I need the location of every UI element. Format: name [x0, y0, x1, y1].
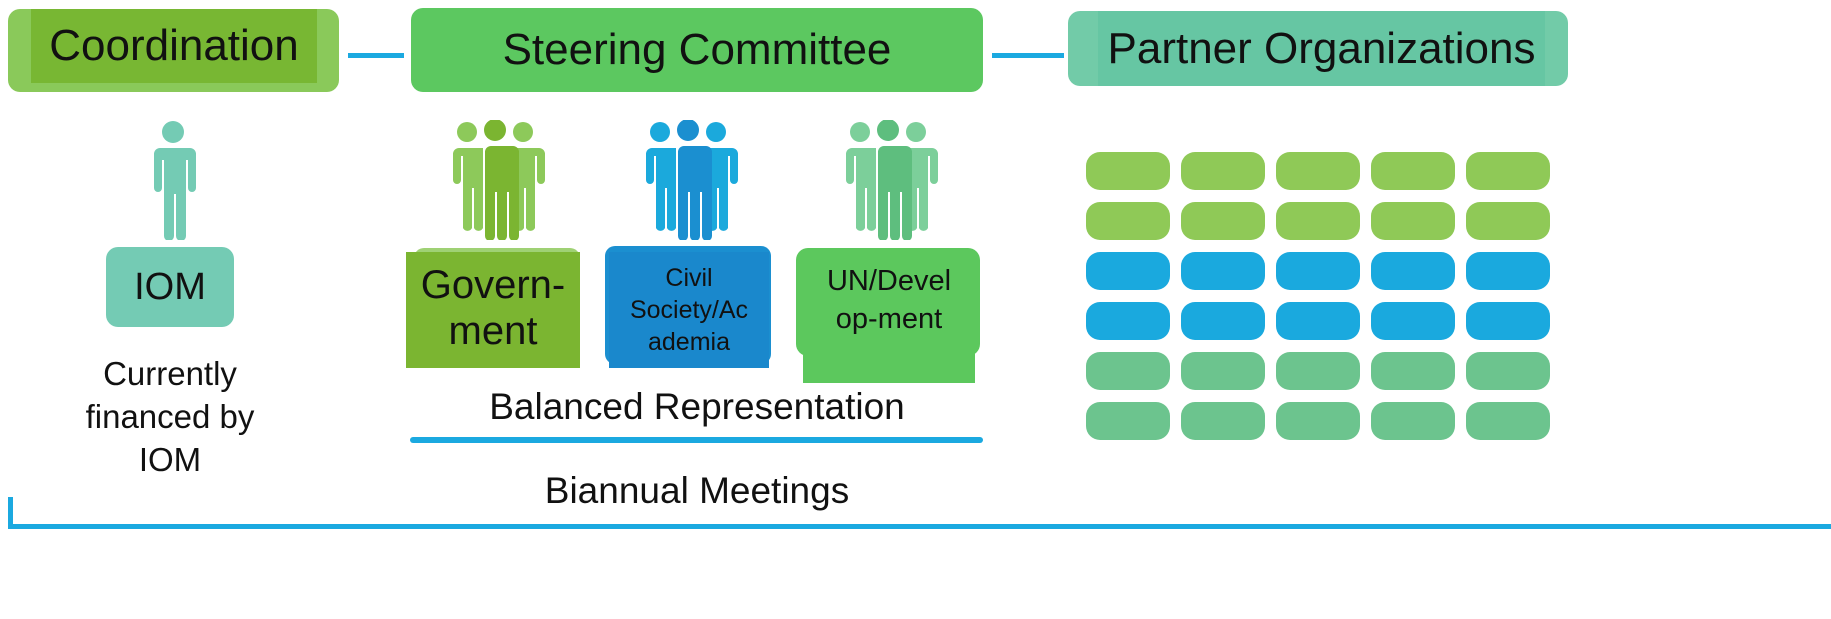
un-development-people-icon	[838, 120, 938, 240]
partner-organization-cell	[1181, 152, 1265, 190]
partner-organization-cell	[1276, 402, 1360, 440]
partner-organization-cell	[1086, 252, 1170, 290]
partner-organization-cell	[1371, 152, 1455, 190]
partner-organization-cell	[1466, 302, 1550, 340]
partner-organizations-grid	[1086, 152, 1552, 442]
partner-organization-cell	[1276, 202, 1360, 240]
partner-organization-cell	[1466, 402, 1550, 440]
civil-society-label-line-3: ademia	[648, 328, 730, 356]
civil-society-people-icon	[638, 120, 738, 240]
iom-box: IOM	[106, 247, 234, 327]
coordination-note-line-3: IOM	[138, 441, 202, 478]
government-label-line-2: ment	[448, 309, 538, 353]
government-label-line-1: Govern-	[420, 263, 566, 307]
partner-organization-cell	[1086, 152, 1170, 190]
partner-organization-cell	[1086, 352, 1170, 390]
partner-organization-cell	[1086, 202, 1170, 240]
partner-organization-cell	[1181, 202, 1265, 240]
government-people-icon	[445, 120, 545, 240]
partner-organization-cell	[1371, 202, 1455, 240]
partner-organization-cell	[1466, 252, 1550, 290]
biannual-meetings-label: Biannual Meetings	[544, 470, 850, 511]
partner-organization-cell	[1371, 252, 1455, 290]
partner-organization-cell	[1181, 302, 1265, 340]
partner-organization-cell	[1086, 402, 1170, 440]
iom-box-label: IOM	[134, 265, 206, 308]
header-connector-left	[348, 53, 404, 58]
partner-organization-cell	[1086, 302, 1170, 340]
coordination-header-label: Coordination	[49, 21, 299, 70]
un-development-label-line-1: UN/Devel	[826, 265, 952, 297]
iom-person-icon	[148, 120, 198, 240]
partner-organizations-header-label: Partner Organizations	[1107, 23, 1536, 73]
partner-organization-cell	[1466, 202, 1550, 240]
bottom-bracket-line	[8, 524, 1831, 529]
civil-society-box: Civil Society/Ac ademia	[609, 252, 769, 368]
partner-organization-cell	[1466, 352, 1550, 390]
partner-organization-cell	[1276, 152, 1360, 190]
coordination-note: Currently financed by IOM	[60, 352, 280, 481]
steering-committee-header: Steering Committee	[411, 8, 983, 92]
partner-organization-cell	[1181, 402, 1265, 440]
government-box: Govern- ment	[406, 252, 580, 368]
balanced-representation-underline	[410, 437, 983, 443]
partner-organization-cell	[1276, 352, 1360, 390]
civil-society-label-line-1: Civil	[665, 264, 713, 292]
partner-organization-cell	[1371, 352, 1455, 390]
coordination-header: Coordination	[31, 9, 317, 83]
partner-organization-cell	[1276, 302, 1360, 340]
partner-organization-cell	[1466, 152, 1550, 190]
partner-organization-cell	[1371, 302, 1455, 340]
un-development-box: UN/Devel op-ment	[803, 252, 975, 383]
bottom-bracket-left	[8, 497, 13, 529]
partner-organization-cell	[1371, 402, 1455, 440]
partner-organization-cell	[1276, 252, 1360, 290]
balanced-representation-label: Balanced Representation	[489, 386, 905, 427]
civil-society-label-line-2: Society/Ac	[629, 296, 749, 324]
header-connector-right	[992, 53, 1064, 58]
partner-organization-cell	[1181, 352, 1265, 390]
coordination-note-line-1: Currently	[103, 355, 237, 392]
steering-committee-header-label: Steering Committee	[502, 25, 892, 74]
coordination-note-line-2: financed by	[85, 398, 255, 435]
partner-organizations-header: Partner Organizations	[1098, 11, 1545, 86]
partner-organization-cell	[1181, 252, 1265, 290]
un-development-label-line-2: op-ment	[835, 303, 943, 335]
